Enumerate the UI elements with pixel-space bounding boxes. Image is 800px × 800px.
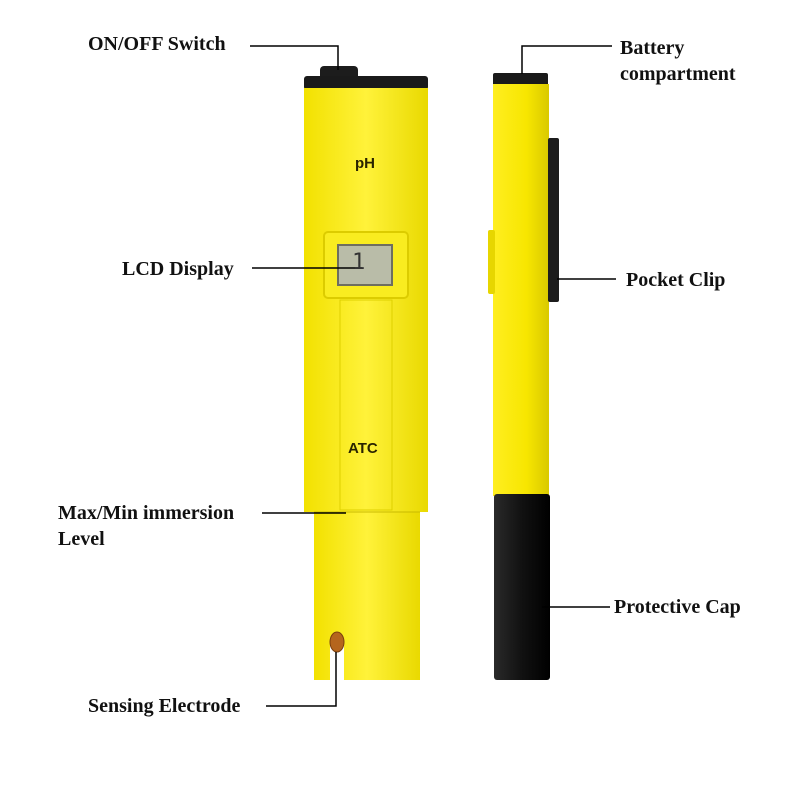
body-center-groove: [339, 299, 393, 511]
lcd-reading: 1: [352, 250, 366, 275]
lcd-display-label: LCD Display: [122, 258, 234, 280]
ph-label: pH: [355, 155, 375, 172]
on-off-leader: [250, 45, 339, 70]
pocket-clip: [548, 138, 559, 302]
lcd-screen: [337, 244, 393, 286]
sensing-electrode: [329, 631, 345, 653]
pocket-clip-label: Pocket Clip: [626, 269, 726, 291]
electrode-leader: [266, 652, 337, 707]
meter-body-side: [493, 84, 549, 496]
immersion-label-line2: Level: [58, 528, 105, 550]
on-off-switch-label: ON/OFF Switch: [88, 33, 226, 55]
battery-compartment-label: Battery compartment: [620, 35, 736, 87]
battery-label-line2: compartment: [620, 63, 736, 85]
battery-cap: [493, 73, 548, 86]
top-cap-strip: [304, 76, 428, 90]
sensing-electrode-label: Sensing Electrode: [88, 695, 241, 717]
side-button-bump: [488, 230, 495, 294]
protective-cap-label: Protective Cap: [614, 596, 741, 618]
battery-leader: [521, 45, 612, 74]
immersion-label-line1: Max/Min immersion: [58, 502, 235, 524]
protective-cap: [494, 494, 550, 680]
battery-label-line1: Battery: [620, 37, 685, 59]
immersion-level-label: Max/Min immersion Level: [58, 500, 234, 552]
electrode-sleeve: [314, 512, 420, 680]
atc-label: ATC: [348, 440, 378, 457]
